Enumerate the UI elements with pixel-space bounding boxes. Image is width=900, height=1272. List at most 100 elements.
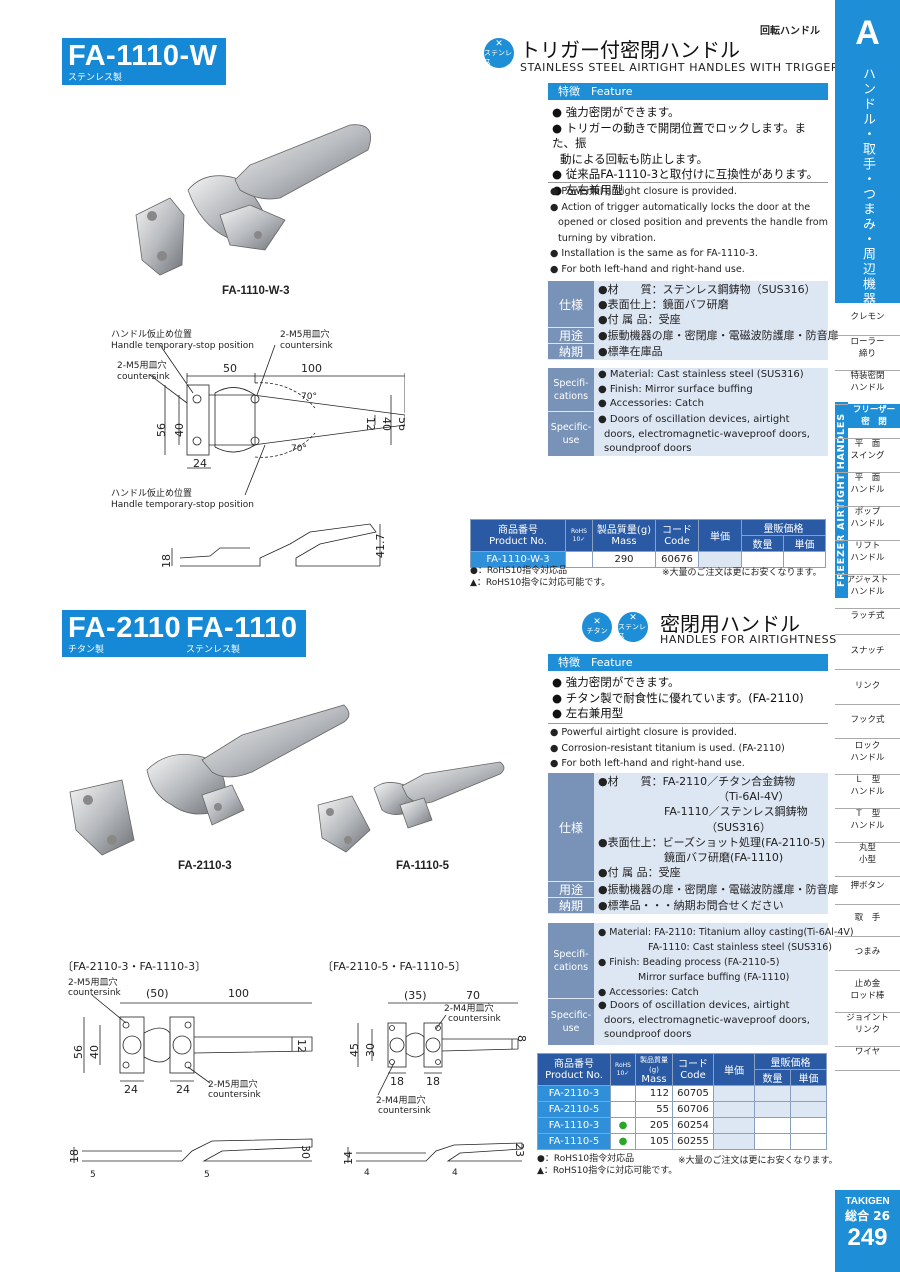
sidebar-item-label: 平 面 [854, 473, 881, 483]
sidebar-separator [835, 1012, 900, 1013]
dim-45: 45 [348, 1043, 361, 1057]
feature-line: ● 左右兼用型 [552, 706, 624, 720]
sidebar-item-label: 特装密閉 [850, 371, 885, 381]
spec-line: ●材 質：ステンレス鋼鋳物（SUS316） [598, 283, 816, 296]
sidebar-item[interactable]: 押ボタン [835, 880, 900, 892]
sidebar-item[interactable]: スナッチ [835, 645, 900, 657]
dim-5b: 5 [204, 1170, 210, 1180]
sidebar-item[interactable]: 取 手 [835, 912, 900, 924]
spec-jp-label: 仕様 [548, 281, 594, 327]
use-en-label-line: Specific- [550, 1010, 592, 1021]
feature-en-line: ● Powerful airtight closure is provided. [550, 186, 737, 197]
feature-line: 動による回転も防止します。 [560, 151, 709, 166]
sidebar-item[interactable]: つまみ [835, 946, 900, 958]
sidebar-item[interactable]: ジョイントリンク [835, 1012, 900, 1036]
cell-qty [754, 1133, 791, 1150]
dim-24: 24 [193, 457, 207, 470]
sidebar-item[interactable]: 特装密閉ハンドル [835, 370, 900, 394]
spec-jp-block [548, 773, 828, 914]
sidebar-item-label: ポップ [854, 507, 881, 517]
cell-rohs: ● [610, 1133, 636, 1150]
model-material: ステンレス製 [68, 72, 123, 82]
cell-product: FA-1110-3 [537, 1117, 611, 1134]
sidebar-item-label: フック式 [850, 715, 885, 725]
th-mass-jp: 製品質量(g) [640, 1055, 668, 1074]
th-code-en: Code [664, 535, 690, 547]
th-mass-en: Mass [641, 1073, 667, 1085]
dim-18: 18 [160, 554, 173, 568]
cell-qty [754, 1085, 791, 1102]
sidebar-item[interactable]: 平 面ハンドル [835, 472, 900, 496]
th-price: 単価 [713, 1053, 755, 1086]
sidebar-item-label: ワイヤ [854, 1047, 881, 1057]
sidebar-item-label: ハンドル [850, 519, 885, 529]
cell-code: 60255 [672, 1133, 714, 1150]
dimension-drawing-b: (35) 70 2-M4用皿穴 countersink 45 30 8 18 1… [342, 989, 528, 1178]
sidebar-separator [835, 335, 900, 336]
cell-price [713, 1133, 755, 1150]
sidebar-separator [835, 970, 900, 971]
dim-24b: 24 [176, 1083, 190, 1096]
dim-50: 50 [223, 362, 237, 375]
m5b-label-en: countersink [208, 1090, 262, 1100]
sidebar-item-label: 取 手 [854, 913, 881, 923]
sidebar-item-label: 締り [858, 349, 876, 359]
sidebar-item[interactable]: 丸型小型 [835, 842, 900, 866]
sidebar-separator [835, 808, 900, 809]
spec-en-line: ● Finish: Mirror surface buffing [598, 383, 753, 395]
cell-product: FA-2110-3 [537, 1085, 611, 1102]
m4b-label-jp: 2-M4用皿穴 [376, 1094, 425, 1106]
th-rohs-1: RoHS [571, 527, 587, 535]
sidebar-item-label: ハンドル [850, 821, 885, 831]
use-en-label-line: use [562, 435, 580, 446]
volume-label: 総合 26 [845, 1209, 890, 1223]
sidebar-item-label: クレモン [850, 312, 885, 322]
spec-line: ●表面仕上：ビーズショット処理(FA-2110-5) [598, 835, 826, 849]
cell-unit [790, 1117, 827, 1134]
m5-label2-en: countersink [117, 372, 171, 382]
cell-code: 60705 [672, 1085, 714, 1102]
feature-en-line: ● Corrosion-resistant titanium is used. … [550, 742, 785, 754]
sidebar-item[interactable]: フック式 [835, 714, 900, 726]
sidebar-item[interactable]: リンク [835, 680, 900, 692]
spec-en-line: ● Finish: Beading process (FA-2110-5) [598, 957, 780, 968]
spec-en-label-line: cations [553, 961, 589, 973]
features-en: ● Powerful airtight closure is provided.… [550, 184, 830, 277]
page-title: トリガー付密閉ハンドル [520, 38, 740, 62]
sidebar-item[interactable]: リフトハンドル [835, 540, 900, 564]
sidebar-item[interactable]: フリーザー密 閉 [848, 404, 900, 428]
sidebar-item[interactable]: Ｌ 型ハンドル [835, 774, 900, 798]
sidebar-item[interactable]: 平 面スイング [835, 438, 900, 462]
sidebar-item[interactable]: ラッチ式 [835, 610, 900, 622]
use-jp-label: 用途 [548, 882, 594, 897]
dim-40: 40 [88, 1045, 101, 1059]
dim-40-right: 40 [380, 417, 393, 431]
dim-30: 30 [364, 1043, 377, 1057]
sidebar-item[interactable]: ポップハンドル [835, 506, 900, 530]
drawing-caption-a: 〔FA-2110-3・FA-1110-3〕 [62, 960, 207, 973]
cell-qty [754, 1117, 791, 1134]
drawing-caption-b: 〔FA-2110-5・FA-1110-5〕 [322, 960, 467, 973]
sidebar-item[interactable]: 止め金ロッド棒 [835, 978, 900, 1002]
m5-label-en: countersink [280, 341, 334, 351]
m5-label-jp: 2-M5用皿穴 [280, 328, 329, 340]
brand-label: TAKIGEN [845, 1196, 890, 1207]
feature-en-line: ● Installation is the same as for FA-111… [550, 248, 758, 259]
delivery-jp-text: ●標準在庫品 [598, 345, 663, 358]
product-photo-fa1110-5 [317, 761, 505, 853]
sidebar-item[interactable]: アジャストハンドル [835, 574, 900, 598]
dim-12: 12 [295, 1039, 308, 1053]
sidebar-item-label: ハンドル [850, 587, 885, 597]
sidebar-item[interactable]: ワイヤ [835, 1046, 900, 1058]
sidebar-item[interactable]: ロックハンドル [835, 740, 900, 764]
sidebar-item[interactable]: Ｔ 型ハンドル [835, 808, 900, 832]
cell-unit [790, 1085, 827, 1102]
spec-en-text: ● Material: FA-2110: Titanium alloy cast… [598, 925, 854, 1000]
sidebar-item-label: ハンドル [850, 753, 885, 763]
sidebar-item[interactable]: クレモン [835, 311, 900, 323]
badge-label: ステンレス [484, 48, 512, 66]
sidebar-item[interactable]: ローラー締り [835, 336, 900, 360]
sidebar-vertical-band: FREEZER AIRTIGHT HANDLES [835, 402, 848, 598]
sidebar-separator [835, 574, 900, 575]
model-code: FA-2110 [68, 612, 182, 644]
